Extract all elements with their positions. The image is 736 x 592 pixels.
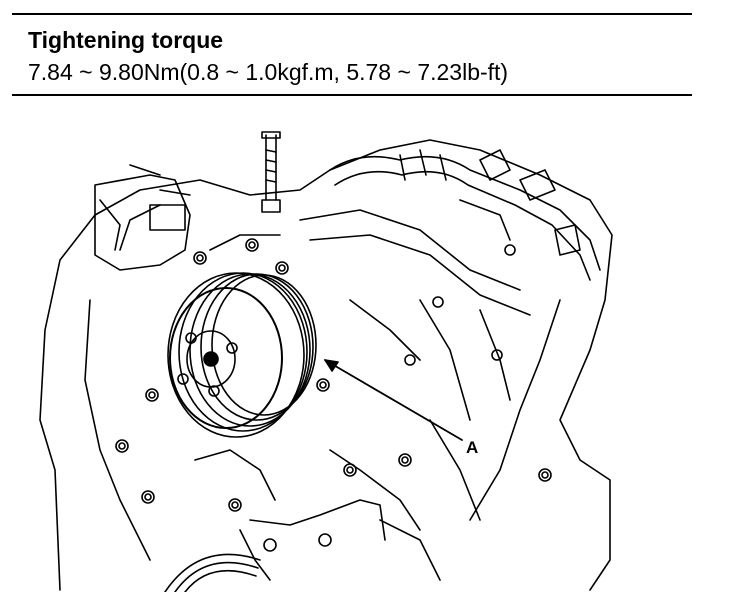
throttle-body [94, 164, 191, 271]
torque-value: 7.84 ~ 9.80Nm(0.8 ~ 1.0kgf.m, 5.78 ~ 7.2… [28, 59, 509, 85]
callout-leader [324, 359, 463, 441]
engine-diagram [39, 131, 613, 592]
dipstick [261, 131, 281, 213]
callout-label-a: A [466, 438, 479, 457]
pulley-hub-bolts [177, 332, 238, 397]
bottom-rule [12, 94, 692, 96]
intake-manifold [299, 209, 531, 531]
water-pump-pulley [167, 272, 317, 438]
torque-title: Tightening torque [28, 27, 224, 53]
crank-pulley [164, 553, 261, 592]
engine-block-outline [39, 139, 613, 591]
lower-bracket [194, 449, 441, 581]
mounting-bolts [115, 238, 552, 552]
top-rule [12, 13, 692, 15]
wiring-harness [329, 149, 601, 281]
